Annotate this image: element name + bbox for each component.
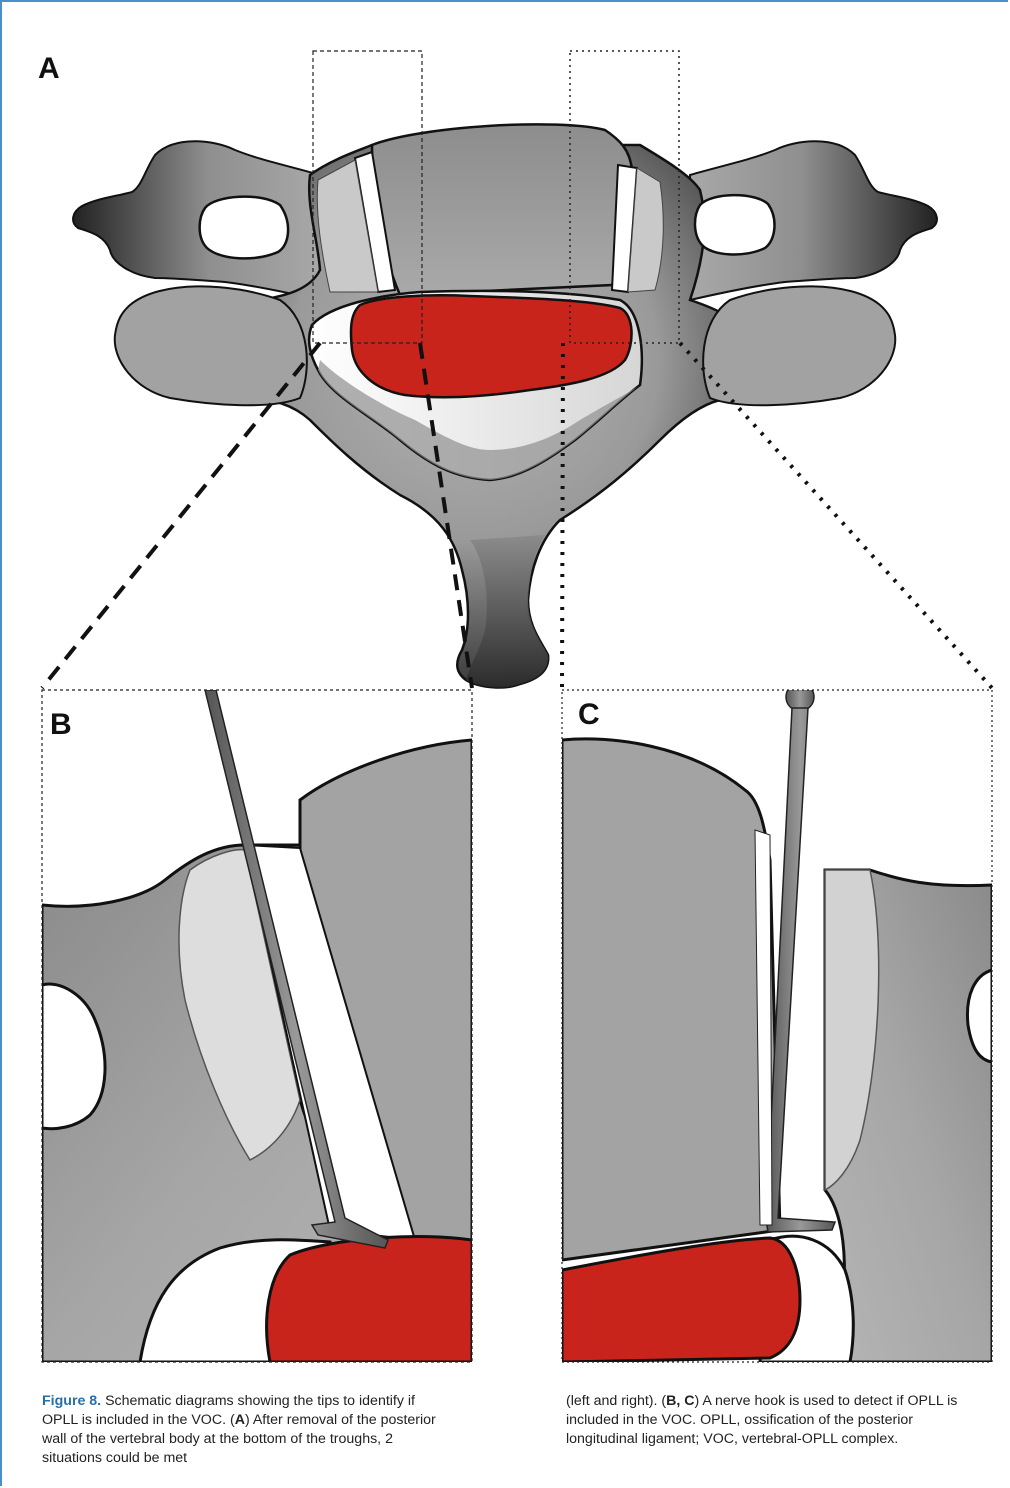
figure-label: Figure 8. xyxy=(42,1393,101,1409)
panel-b-illustration xyxy=(42,690,472,1362)
panel-label-c: C xyxy=(578,698,600,732)
figure-caption-column-1: Figure 8. Schematic diagrams showing the… xyxy=(42,1392,452,1468)
panel-label-a: A xyxy=(38,52,60,86)
figure-illustration xyxy=(0,0,1010,1385)
caption-text-part-2: (left and right). (B, C) A nerve hook is… xyxy=(566,1393,957,1447)
vertebra-illustration xyxy=(73,124,937,687)
col1-segment: A xyxy=(235,1412,245,1428)
col2-segment: B, C xyxy=(666,1393,694,1409)
left-transverse-foramen xyxy=(200,197,288,259)
panel-c-illustration xyxy=(562,683,992,1362)
figure-caption-column-2: (left and right). (B, C) A nerve hook is… xyxy=(566,1392,976,1449)
panel-c-hook-handle xyxy=(786,683,814,711)
panel-b-opll xyxy=(267,1236,472,1362)
left-articular-facet xyxy=(115,286,307,405)
panel-c-vertebral-body xyxy=(562,739,780,1260)
right-transverse-foramen xyxy=(695,195,775,254)
right-articular-facet xyxy=(703,286,895,405)
panel-label-b: B xyxy=(50,708,72,742)
vertebral-body xyxy=(372,124,632,295)
caption-text-part-1: Schematic diagrams showing the tips to i… xyxy=(42,1393,436,1466)
col2-segment: (left and right). ( xyxy=(566,1393,666,1409)
